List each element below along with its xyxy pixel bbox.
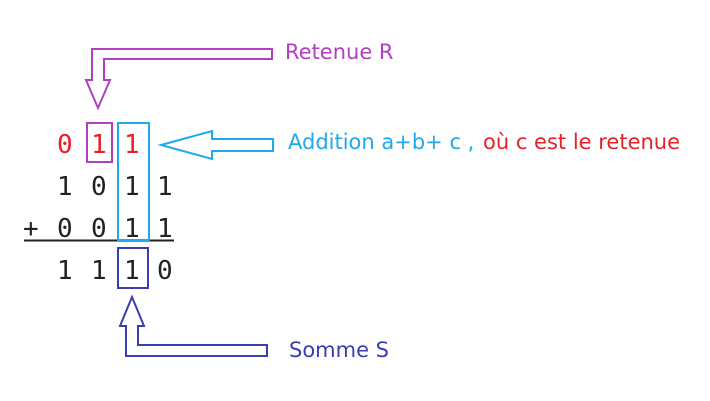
operand2-digit: 1 [124,214,140,244]
operand1-digit: 1 [57,172,73,202]
sum-arrow [118,294,268,357]
operand2-digit: 1 [157,214,173,244]
operand1-digit: 1 [124,172,140,202]
operand1-digit: 0 [91,172,107,202]
operand1-digit: 1 [157,172,173,202]
sum-highlight-box [117,247,149,289]
addition-label-note: où c est le retenue [483,130,680,154]
sum-digit: 1 [57,256,73,286]
carry-arrow [84,48,273,111]
sum-digit: 1 [124,256,140,286]
carry-digit: 1 [91,130,107,160]
sum-digit: 1 [91,256,107,286]
sum-label: Somme S [289,338,389,362]
plus-operator: + [23,214,39,244]
operand2-digit: 0 [57,214,73,244]
column-highlight-box [117,122,150,241]
addition-arrow [157,129,274,161]
carry-highlight-box [86,122,113,163]
addition-label: Addition a+b+ c , [288,130,474,154]
sum-digit: 0 [157,256,173,286]
carry-label: Retenue R [285,40,394,64]
carry-digit: 0 [57,130,73,160]
carry-digit: 1 [124,130,140,160]
operand2-digit: 0 [91,214,107,244]
